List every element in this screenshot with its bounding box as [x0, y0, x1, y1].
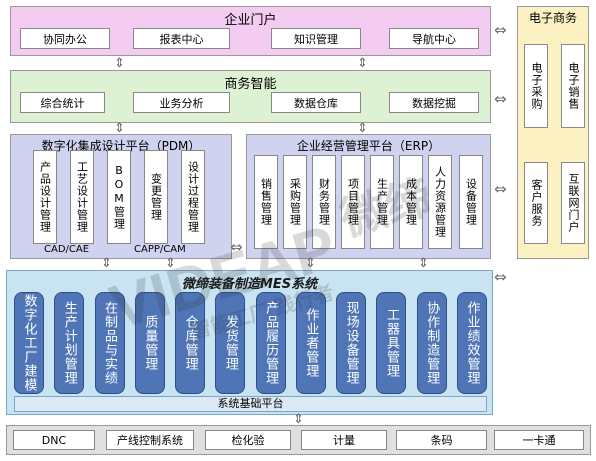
- mes-item-quality[interactable]: 质量管理: [134, 292, 165, 394]
- erp-item-cost[interactable]: 成本管理: [399, 155, 423, 249]
- bottom-item-metering[interactable]: 计量: [301, 430, 387, 450]
- erp-item-purchase[interactable]: 采购管理: [283, 155, 307, 249]
- ecommerce-title: 电子商务: [528, 11, 577, 25]
- mes-item-factory-model[interactable]: 数字化工厂建模: [14, 292, 44, 394]
- portal-item-nav[interactable]: 导航中心: [389, 28, 479, 49]
- arrow-pdm-erp: ⇔: [230, 238, 243, 256]
- mes-base-platform: 系统基础平台: [14, 396, 487, 412]
- bi-item-analysis[interactable]: 业务分析: [133, 92, 230, 113]
- mes-item-shipping[interactable]: 发货管理: [215, 292, 246, 394]
- bi-item-stats[interactable]: 综合统计: [20, 92, 105, 113]
- mes-item-product-history[interactable]: 产品履历管理: [255, 292, 286, 394]
- pdm-title: 数字化集成设计平台（PDM）: [41, 139, 201, 153]
- arrow-bi-pdm: ⇕: [114, 121, 125, 136]
- ec-item-sales[interactable]: 电子销售: [561, 44, 585, 128]
- pdm-item-product[interactable]: 产品设计管理: [33, 150, 57, 244]
- mes-item-collab[interactable]: 协作制造管理: [416, 292, 447, 394]
- pdm-item-change[interactable]: 变更管理: [144, 150, 168, 244]
- erp-item-finance[interactable]: 财务管理: [312, 155, 336, 249]
- bottom-item-card[interactable]: 一卡通: [494, 430, 584, 450]
- mes-item-performance[interactable]: 作业绩效管理: [457, 292, 487, 394]
- pdm-tool-cad: CAD/CAE: [44, 244, 90, 255]
- ec-item-purchase[interactable]: 电子采购: [524, 44, 548, 128]
- ec-item-portal[interactable]: 互联网门户: [561, 162, 585, 244]
- mes-item-wip[interactable]: 在制品与实绩: [94, 292, 125, 394]
- arrow-mes-bottom: ⇕: [293, 412, 304, 427]
- mes-item-equipment[interactable]: 现场设备管理: [336, 292, 367, 394]
- ec-item-customer[interactable]: 客户服务: [524, 162, 548, 244]
- mes-item-warehouse[interactable]: 仓库管理: [175, 292, 206, 394]
- arrow-portal-bi-left: ⇕: [114, 56, 125, 71]
- bi-item-warehouse[interactable]: 数据仓库: [271, 92, 361, 113]
- pdm-tool-capp: CAPP/CAM: [134, 244, 186, 255]
- erp-item-equipment[interactable]: 设备管理: [459, 155, 483, 249]
- bottom-item-line-control[interactable]: 产线控制系统: [106, 430, 194, 450]
- arrow-mes-ec: ⇔: [494, 268, 507, 286]
- pdm-item-process[interactable]: 工艺设计管理: [70, 150, 94, 244]
- erp-title: 企业经营管理平台（ERP）: [296, 139, 441, 153]
- bi-title: 商务智能: [224, 77, 277, 92]
- bi-item-mining[interactable]: 数据挖掘: [389, 92, 479, 113]
- bottom-item-dnc[interactable]: DNC: [13, 430, 95, 450]
- arrow-bi-ec: ⇔: [494, 90, 507, 108]
- pdm-item-bom[interactable]: BOM管理: [107, 150, 131, 244]
- erp-item-sales[interactable]: 销售管理: [254, 155, 278, 249]
- erp-item-hr[interactable]: 人力资源管理: [428, 155, 452, 249]
- bottom-item-inspection[interactable]: 检化验: [205, 430, 291, 450]
- bottom-item-barcode[interactable]: 条码: [396, 430, 487, 450]
- erp-item-project[interactable]: 项目管理: [341, 155, 365, 249]
- arrow-pdm-mes-1: ⇕: [101, 256, 112, 271]
- arrow-bi-erp: ⇕: [357, 121, 368, 136]
- arrow-erp-mes-2: ⇕: [418, 256, 429, 271]
- erp-item-production[interactable]: 生产管理: [370, 155, 394, 249]
- arrow-portal-bi-right: ⇕: [357, 56, 368, 71]
- mes-item-tools[interactable]: 工器具管理: [376, 292, 407, 394]
- arrow-portal-ec: ⇔: [494, 21, 507, 39]
- mes-section: [6, 270, 493, 415]
- pdm-item-design-process[interactable]: 设计过程管理: [181, 150, 205, 244]
- bottom-section: [6, 425, 591, 455]
- mes-item-production-plan[interactable]: 生产计划管理: [54, 292, 85, 394]
- arrow-erp-mes-1: ⇕: [305, 256, 316, 271]
- portal-item-knowledge[interactable]: 知识管理: [271, 28, 361, 49]
- portal-item-collab[interactable]: 协同办公: [20, 28, 110, 49]
- arrow-pdm-mes-2: ⇕: [165, 256, 176, 271]
- portal-title: 企业门户: [224, 13, 277, 28]
- arrow-erp-ec: ⇔: [494, 180, 507, 198]
- mes-title: 微缔装备制造MES系统: [181, 277, 318, 292]
- mes-item-operator[interactable]: 作业者管理: [295, 292, 326, 394]
- portal-item-report[interactable]: 报表中心: [133, 28, 230, 49]
